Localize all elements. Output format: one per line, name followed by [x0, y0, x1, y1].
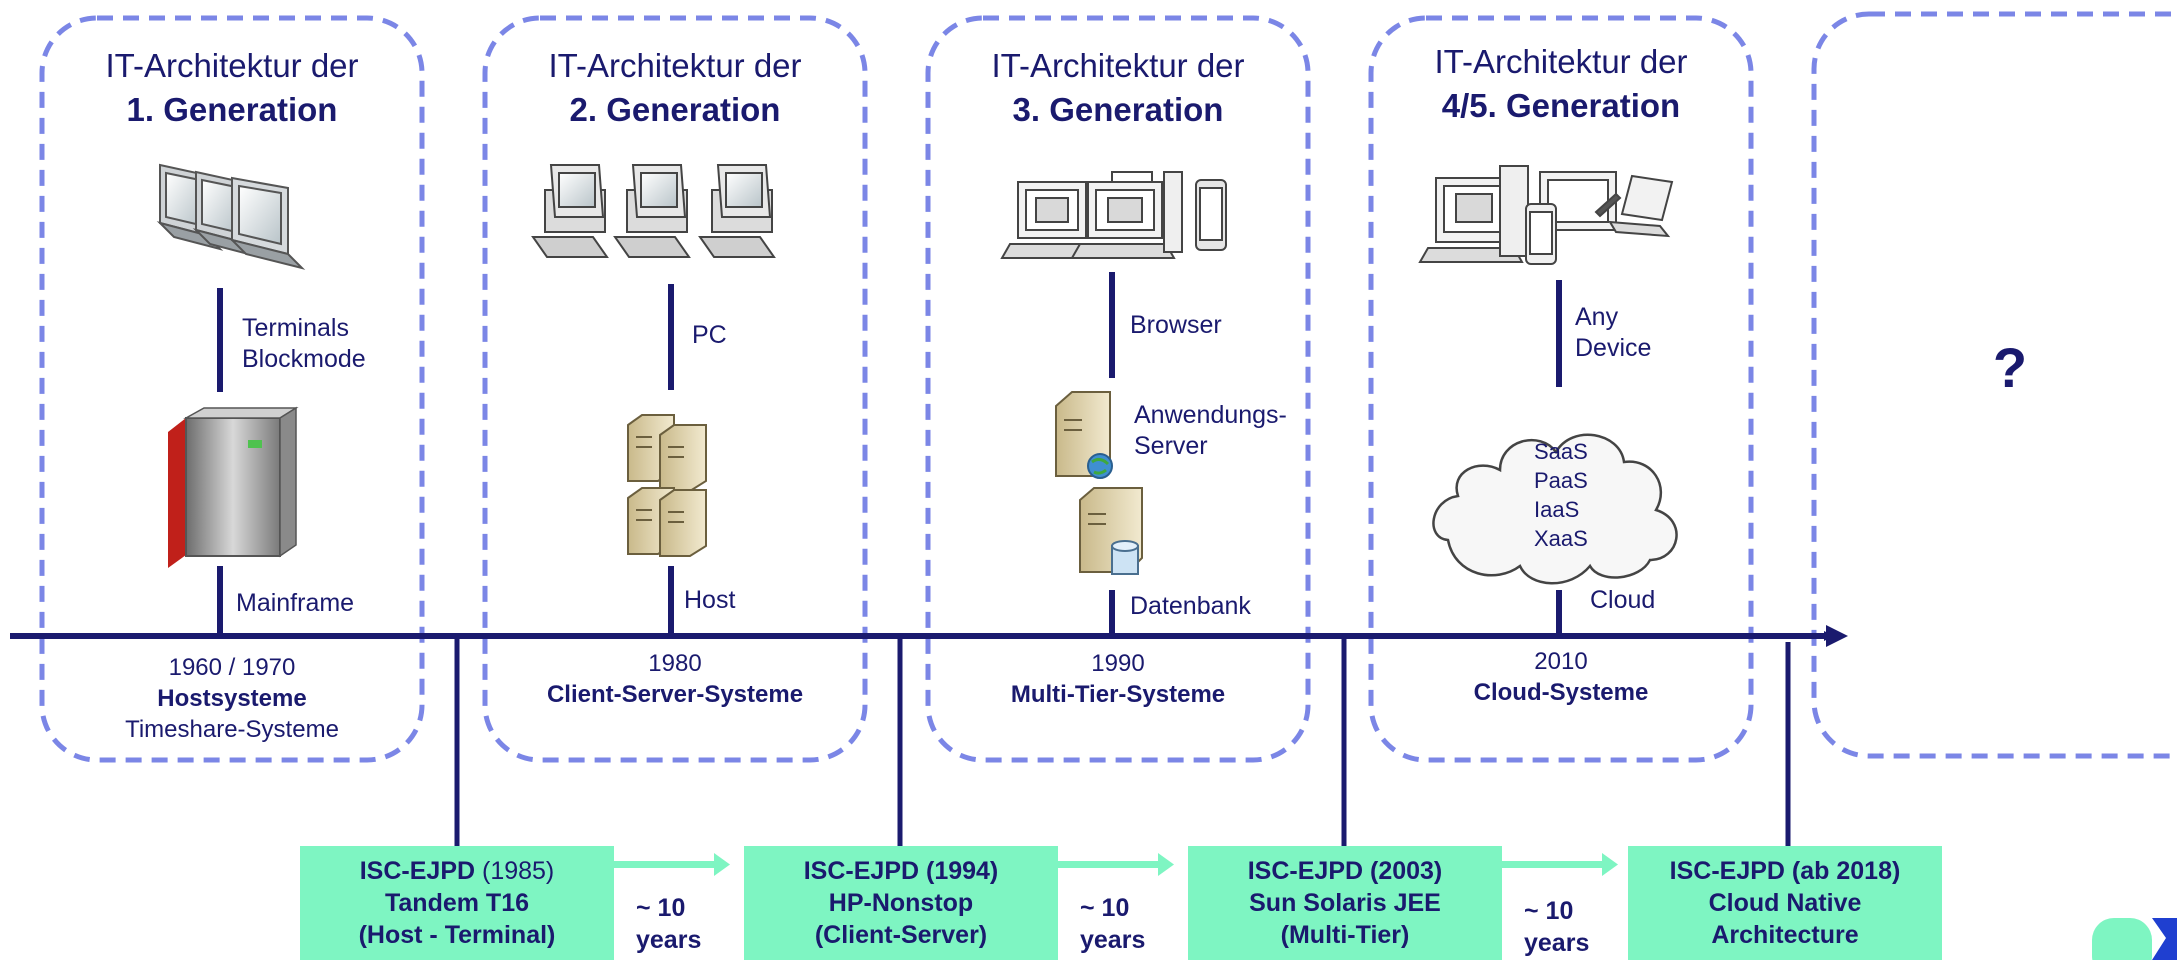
milestone-2-system: HP-Nonstop — [828, 889, 974, 917]
cloud-item-iaas: IaaS — [1534, 497, 1580, 522]
corner-decoration-arrow — [2152, 918, 2177, 960]
gap-label-2: ~ 10 years — [1080, 894, 1146, 954]
generation-4-title-line2: 4/5. Generation — [1441, 87, 1681, 124]
generation-3-title-line2: 3. Generation — [1012, 91, 1224, 128]
era-3-caption: 1990 Multi-Tier-Systeme — [928, 648, 1308, 710]
milestone-2-title: ISC-EJPD (1994) — [803, 857, 999, 885]
era-1-system: Hostsysteme — [157, 685, 307, 712]
cloud-shape — [1432, 433, 1678, 585]
era-1-system-extra: Timeshare-Systeme — [125, 716, 339, 743]
generation-3-title-line1: IT-Architektur der — [991, 47, 1245, 84]
era-3-year: 1990 — [1091, 650, 1145, 677]
any-device-icon — [1418, 165, 1674, 265]
milestone-box-2: ISC-EJPD (1994) HP-Nonstop (Client-Serve… — [744, 846, 1058, 960]
host-label: Host — [684, 586, 736, 614]
milestone-2-architecture: (Client-Server) — [814, 921, 988, 949]
cloud-item-saas: SaaS — [1534, 439, 1588, 464]
gap-label-1: ~ 10 years — [636, 894, 702, 954]
milestone-4-system: Cloud Native — [1708, 889, 1862, 917]
milestone-1-year: (1985) — [475, 857, 555, 885]
gap-arrow-2 — [1058, 853, 1174, 876]
milestone-box-3: ISC-EJPD (2003) Sun Solaris JEE (Multi-T… — [1188, 846, 1502, 960]
milestone-1-architecture: (Host - Terminal) — [358, 921, 556, 949]
browser-clients-icon — [1000, 171, 1227, 259]
milestone-3-architecture: (Multi-Tier) — [1280, 921, 1410, 949]
database-label: Datenbank — [1130, 592, 1251, 620]
cloud-label: Cloud — [1590, 586, 1656, 614]
future-question-mark: ? — [1992, 336, 2028, 399]
mainframe-label: Mainframe — [236, 589, 355, 617]
generation-1-title-line2: 1. Generation — [126, 91, 338, 128]
generation-frame-2 — [482, 15, 868, 763]
generation-4-title: IT-Architektur der 4/5. Generation — [1371, 40, 1751, 128]
mainframe-icon — [168, 406, 299, 568]
cloud-services-list: SaaS PaaS IaaS XaaS — [1534, 437, 1588, 553]
milestone-4-title: ISC-EJPD (ab 2018) — [1669, 857, 1901, 885]
era-2-system: Client-Server-Systeme — [546, 681, 804, 708]
milestone-4-architecture: Architecture — [1711, 921, 1859, 949]
terminals-icon — [156, 163, 306, 270]
pc-label: PC — [692, 321, 727, 349]
milestone-box-4: ISC-EJPD (ab 2018) Cloud Native Architec… — [1628, 846, 1942, 960]
generation-frame-future — [1811, 11, 2177, 759]
milestone-1-title: ISC-EJPD — [359, 857, 476, 885]
generation-3-title: IT-Architektur der 3. Generation — [928, 44, 1308, 132]
generation-frame-1 — [39, 15, 425, 763]
terminals-label: Terminals Blockmode — [242, 314, 366, 373]
cloud-item-xaas: XaaS — [1534, 526, 1588, 551]
gap-label-3: ~ 10 years — [1524, 897, 1590, 957]
pcs-icon — [531, 164, 776, 258]
host-servers-icon — [627, 414, 707, 557]
generation-frame-4 — [1368, 15, 1754, 763]
generation-4-title-line1: IT-Architektur der — [1434, 43, 1688, 80]
corner-decoration — [2092, 918, 2152, 960]
milestone-3-system: Sun Solaris JEE — [1249, 889, 1441, 917]
generation-2-title-line2: 2. Generation — [569, 91, 781, 128]
era-1-caption: 1960 / 1970 Hostsysteme Timeshare-System… — [42, 652, 422, 745]
milestone-box-1: ISC-EJPD (1985) Tandem T16 (Host - Termi… — [300, 846, 614, 960]
generation-2-title-line1: IT-Architektur der — [548, 47, 802, 84]
era-4-year: 2010 — [1534, 648, 1588, 675]
application-server-label: Anwendungs- Server — [1134, 401, 1287, 460]
application-server-icon — [1055, 391, 1113, 479]
milestone-1-system: Tandem T16 — [384, 889, 530, 917]
era-4-caption: 2010 Cloud-Systeme — [1371, 646, 1751, 708]
generation-frame-3 — [925, 15, 1311, 763]
era-2-caption: 1980 Client-Server-Systeme — [485, 648, 865, 710]
era-2-year: 1980 — [648, 650, 702, 677]
era-1-year: 1960 / 1970 — [168, 654, 296, 681]
gap-arrow-3 — [1502, 853, 1618, 876]
gap-arrow-1 — [614, 853, 730, 876]
browser-label: Browser — [1130, 311, 1222, 339]
database-server-icon — [1079, 487, 1143, 575]
era-4-system: Cloud-Systeme — [1473, 679, 1649, 706]
timeline-arrowhead — [1826, 625, 1848, 647]
generation-1-title: IT-Architektur der 1. Generation — [42, 44, 422, 132]
any-device-label: Any Device — [1575, 303, 1652, 362]
generation-2-title: IT-Architektur der 2. Generation — [485, 44, 865, 132]
era-3-system: Multi-Tier-Systeme — [1010, 681, 1226, 708]
milestone-3-title: ISC-EJPD (2003) — [1247, 857, 1443, 885]
cloud-item-paas: PaaS — [1534, 468, 1588, 493]
generation-1-title-line1: IT-Architektur der — [105, 47, 359, 84]
